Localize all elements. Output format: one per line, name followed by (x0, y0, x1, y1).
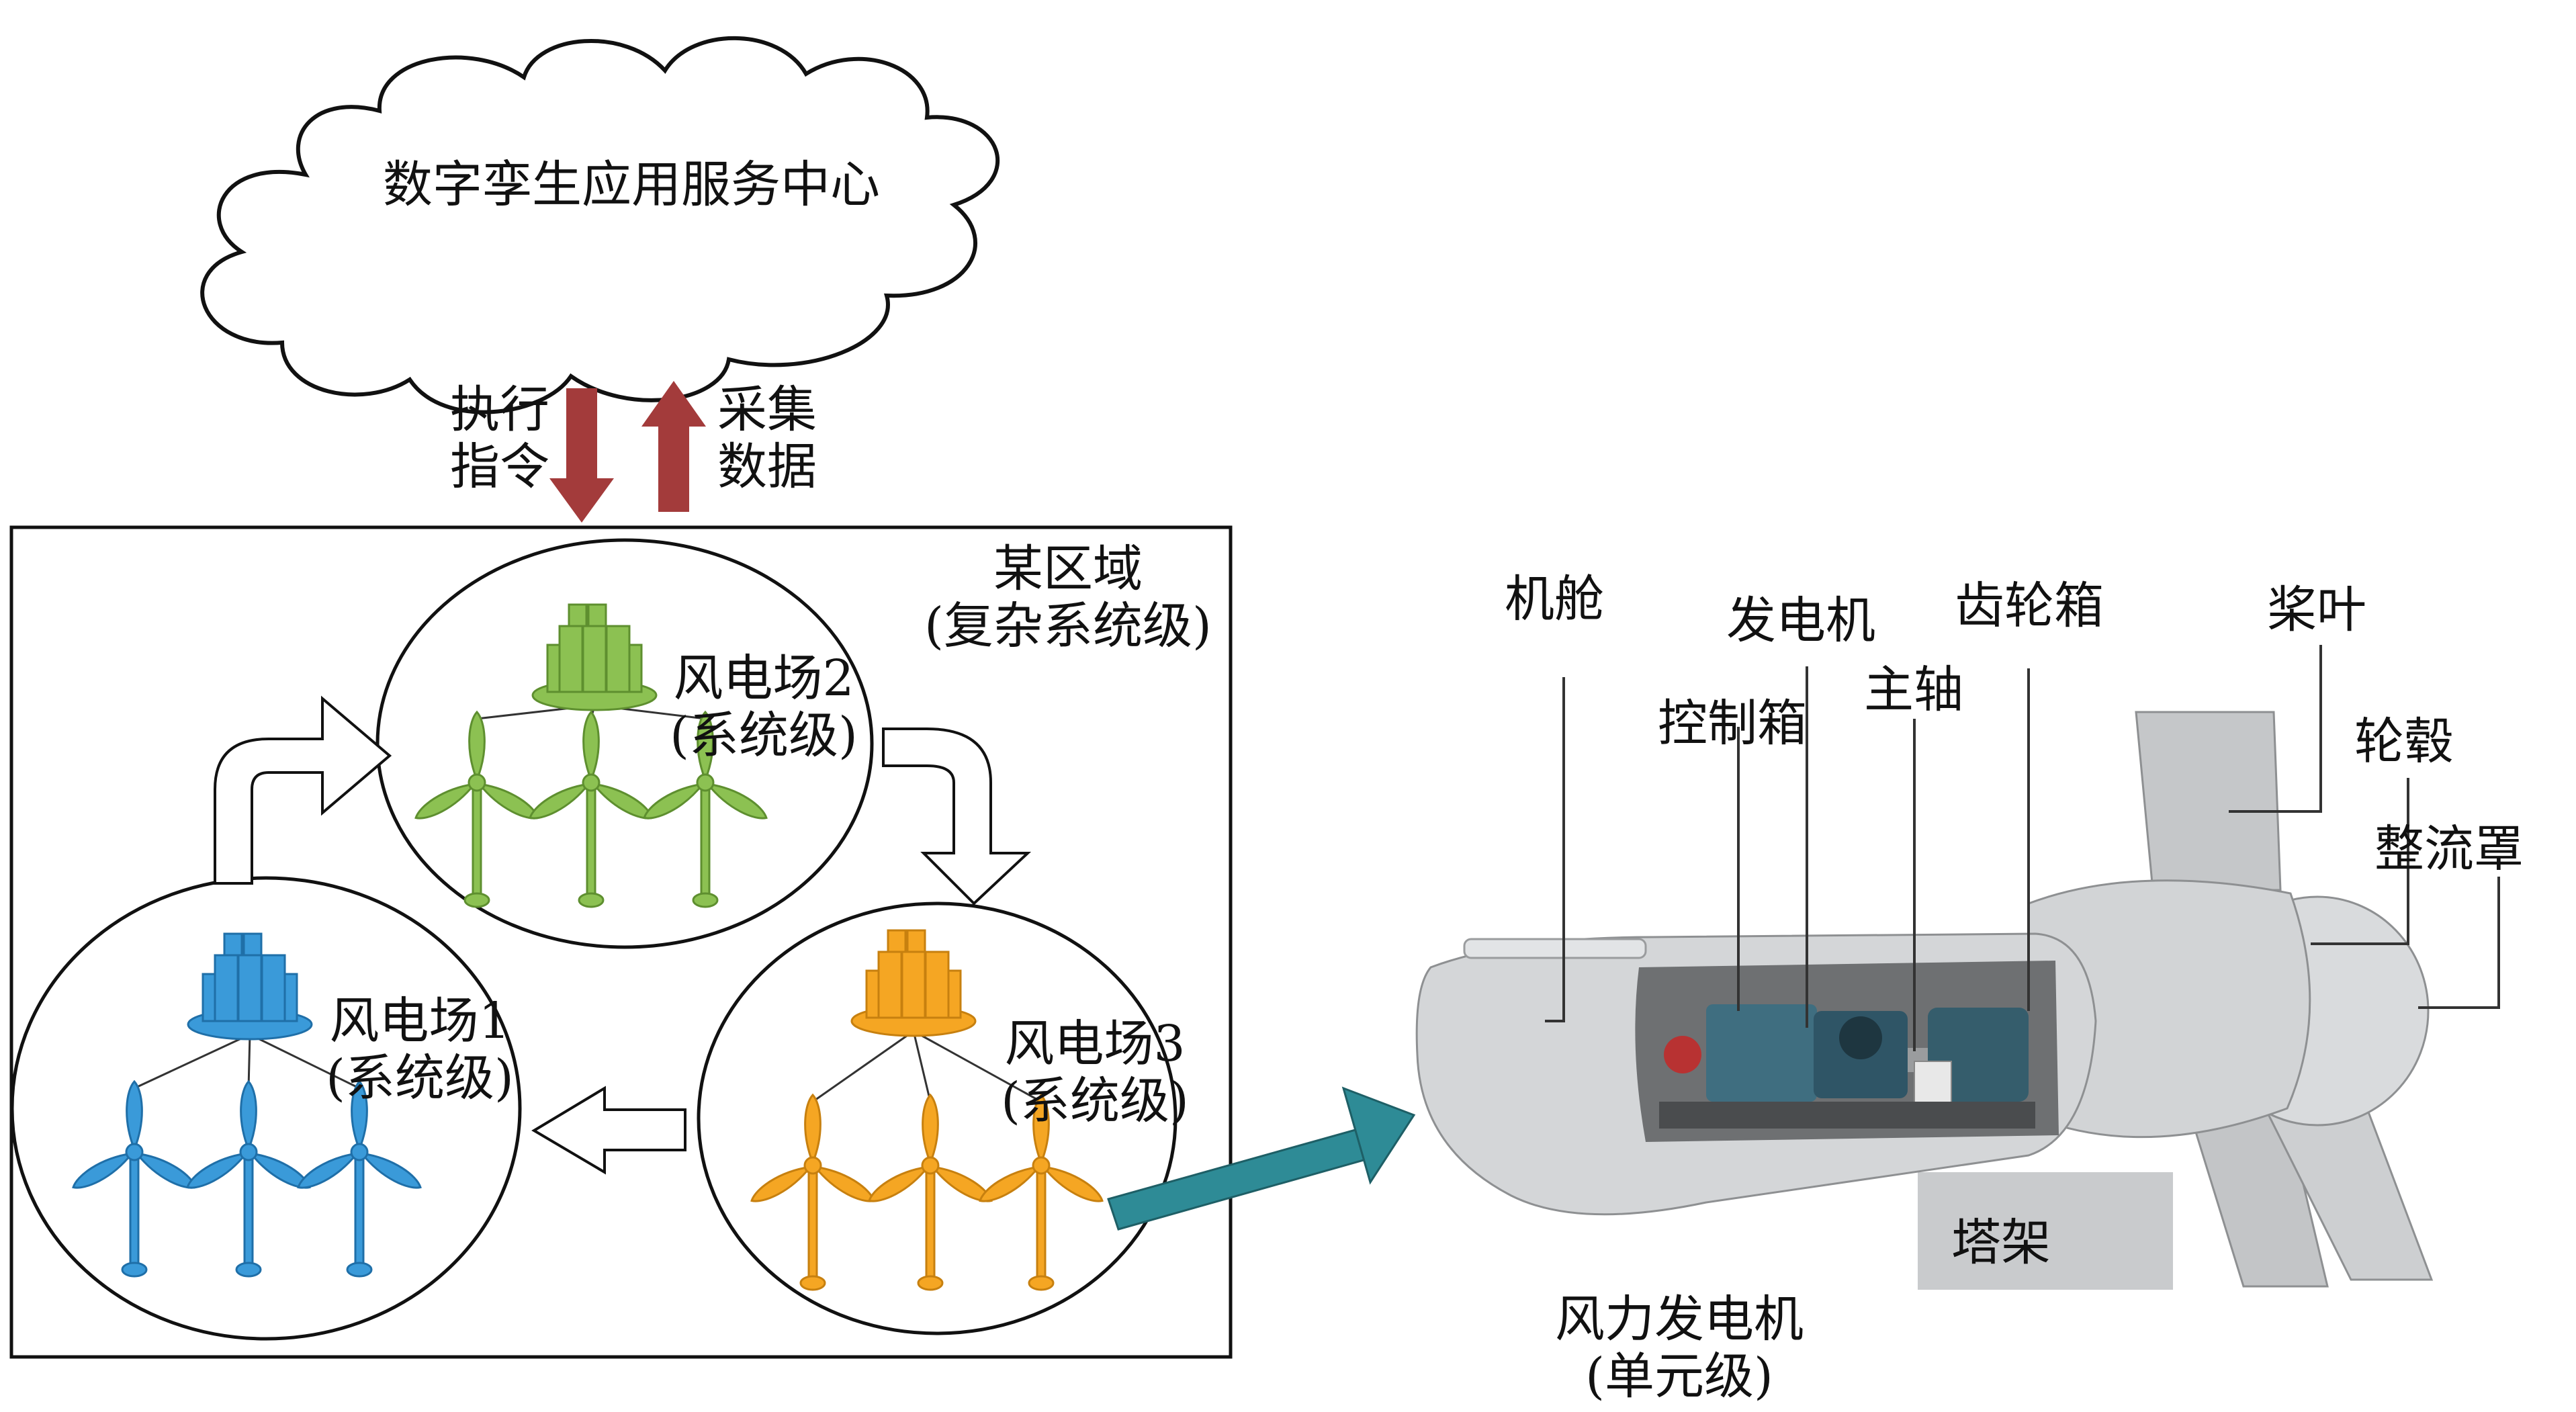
hub (2027, 879, 2311, 1139)
label-generator: 发电机 (1726, 592, 1875, 650)
collect-data-arrow (641, 381, 706, 512)
collect-data-label: 采集 数据 (717, 381, 817, 496)
execute-command-label: 执行 指令 (450, 381, 549, 496)
collect-data-line-2: 数据 (717, 438, 817, 496)
label-control-box: 控制箱 (1658, 695, 1807, 752)
control-box (1706, 1004, 1817, 1102)
nacelle-hatch (1463, 938, 1647, 959)
upper-blade (2135, 711, 2282, 891)
tower (1918, 1172, 2173, 1290)
farm-1-name: 风电场1 (329, 992, 510, 1050)
cycle-arrow-2-to-3 (882, 727, 1032, 906)
farm-2-level: (系统级) (670, 707, 858, 765)
execute-command-line-1: 执行 (450, 381, 549, 439)
cloud-label: 数字孪生应用服务中心 (383, 156, 880, 214)
cycle-arrow-1-to-2 (214, 695, 392, 885)
farm-1-link-2 (247, 1034, 251, 1089)
wind-farm-2 (410, 603, 772, 908)
main-shaft-cover (1914, 1061, 1952, 1109)
label-blade: 桨叶 (2267, 581, 2366, 639)
wind-farm-3 (746, 929, 1108, 1291)
farm-3-link-2 (912, 1030, 932, 1102)
farm-2-label: 风电场2 (系统级) (660, 650, 868, 764)
farms-layer (68, 603, 1108, 1291)
turbine-caption: 风力发电机 (单元级) (1531, 1290, 1827, 1406)
farm-3-label: 风电场3 (系统级) (991, 1015, 1199, 1131)
region-label-line-1: 某区域 (993, 540, 1143, 598)
turbine-caption-line-1: 风力发电机 (1555, 1290, 1804, 1348)
farm-1-label: 风电场1 (系统级) (316, 992, 524, 1108)
wind-farm-1 (68, 932, 426, 1278)
execute-command-line-2: 指令 (450, 438, 549, 496)
label-hub: 轮毂 (2354, 713, 2454, 770)
leader-lines (1545, 645, 2500, 1051)
label-spinner: 整流罩 (2374, 820, 2524, 878)
farm-ellipse-2 (375, 538, 874, 949)
farm-3-level: (系统级) (1001, 1072, 1189, 1131)
region-label: 某区域 (复杂系统级) (914, 540, 1223, 656)
farm-ellipse-1 (10, 876, 522, 1341)
cycle-arrow-3-to-1 (531, 1086, 686, 1175)
wind-turbine-illustration (1415, 711, 2434, 1290)
brake-disc (1664, 1036, 1701, 1073)
gearbox-body (1928, 1008, 2029, 1102)
label-gearbox: 齿轮箱 (1955, 577, 2104, 635)
label-nacelle: 机舱 (1505, 570, 1604, 628)
label-main-shaft: 主轴 (1864, 661, 1963, 719)
farm-1-link-1 (134, 1033, 251, 1090)
turbine-caption-line-2: (单元级) (1585, 1348, 1773, 1406)
base-frame (1659, 1102, 2035, 1129)
farm-3-link-3 (913, 1030, 1042, 1103)
region-label-line-2: (复杂系统级) (924, 597, 1212, 656)
execute-command-arrow (549, 388, 614, 523)
collect-data-line-1: 采集 (717, 381, 817, 439)
farm-3-link-1 (812, 1030, 914, 1103)
farm-1-level: (系统级) (326, 1049, 514, 1108)
cloud-shape (200, 36, 1000, 414)
to-turbine-arrow (1107, 1086, 1416, 1231)
farm-3-name: 风电场3 (1004, 1015, 1186, 1073)
farm-1-link-3 (249, 1033, 360, 1090)
farm-2-name: 风电场2 (673, 650, 854, 707)
label-tower: 塔架 (1951, 1214, 2051, 1272)
generator-flange (1839, 1016, 1882, 1059)
